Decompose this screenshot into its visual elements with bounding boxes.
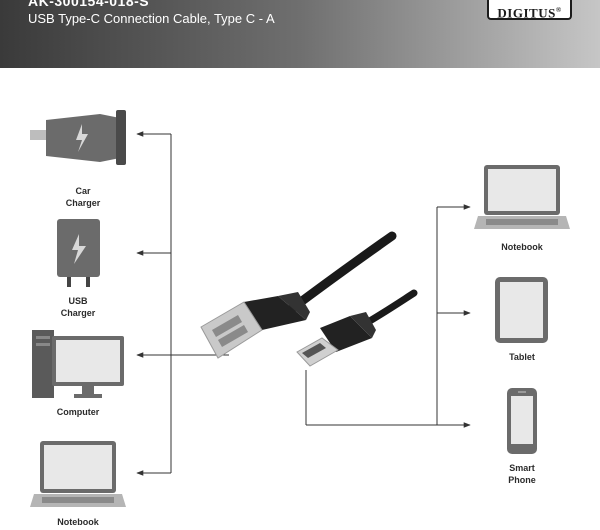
label-notebook-left: Notebook	[33, 516, 123, 528]
label-line: USB	[68, 296, 88, 306]
label-line: Charger	[60, 308, 96, 318]
product-subtitle: USB Type-C Connection Cable, Type C - A	[28, 11, 275, 26]
usb-charger-icon	[57, 219, 100, 287]
brand-registered-mark: ®	[555, 6, 562, 14]
brand-name: DIGITUS	[497, 5, 556, 21]
label-line: Computer	[56, 407, 100, 417]
left-connector-lines	[136, 131, 229, 476]
label-line: Car	[75, 186, 91, 196]
car-charger-icon	[30, 110, 126, 165]
notebook-right-icon	[474, 165, 570, 229]
usb-c-connector	[296, 312, 376, 367]
label-line: Tablet	[509, 352, 535, 362]
computer-icon	[32, 330, 124, 398]
label-line: Phone	[508, 475, 536, 485]
right-connector-lines	[305, 204, 471, 428]
usb-cable-illustration	[200, 231, 418, 367]
tablet-icon	[495, 277, 548, 343]
label-car-charger: Car Charger	[38, 185, 128, 209]
label-line: Notebook	[501, 242, 543, 252]
notebook-left-icon	[30, 441, 126, 507]
smartphone-icon	[507, 388, 537, 454]
usb-a-connector	[200, 292, 310, 359]
label-tablet: Tablet	[477, 351, 567, 363]
label-line: Smart	[509, 463, 535, 473]
label-line: Notebook	[57, 517, 99, 527]
brand-logo: DIGITUS®	[487, 0, 572, 20]
label-notebook-right: Notebook	[477, 241, 567, 253]
label-computer: Computer	[33, 406, 123, 418]
label-usb-charger: USB Charger	[33, 295, 123, 319]
label-line: Charger	[65, 198, 101, 208]
label-smartphone: Smart Phone	[477, 462, 567, 486]
product-code: AK-300154-018-S	[28, 0, 150, 9]
